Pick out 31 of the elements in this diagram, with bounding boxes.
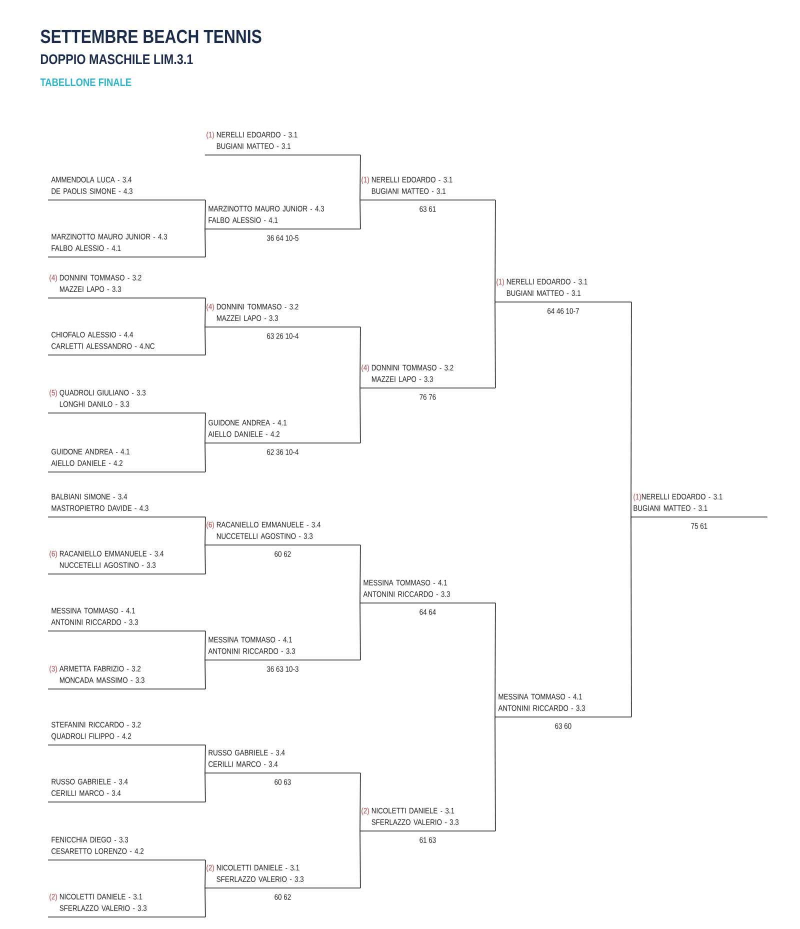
bracket-line: [204, 516, 206, 546]
section-heading: TABELLONE FINALE: [40, 78, 132, 86]
bracket-line: [360, 830, 361, 888]
bracket-line: [204, 630, 206, 660]
bracket-line: [360, 772, 361, 832]
bracket-line: [494, 716, 496, 832]
bracket-line: [204, 888, 206, 918]
bracket-line: [630, 516, 632, 718]
bracket-line: [204, 228, 206, 258]
title: SETTEMBRE BEACH TENNIS: [40, 30, 262, 44]
bracket-line: [360, 154, 361, 200]
bracket-line: [204, 326, 206, 356]
bracket-line: [204, 660, 206, 690]
bracket-line: [360, 602, 361, 660]
bracket-line: [204, 200, 206, 230]
bracket-line: [204, 744, 206, 774]
bracket-line: [204, 544, 206, 574]
bracket-line: [494, 302, 496, 388]
bracket-line: [204, 860, 206, 888]
bracket-line: [204, 298, 206, 328]
bracket-line: [630, 302, 632, 518]
bracket-line: [360, 544, 361, 604]
bracket-line: [204, 412, 206, 444]
bracket-line: [360, 326, 361, 388]
bracket-line: [204, 442, 206, 472]
subtitle: DOPPIO MASCHILE LIM.3.1: [40, 54, 193, 64]
bracket-line: [360, 200, 361, 230]
bracket-line: [204, 772, 206, 802]
bracket-line: [494, 602, 496, 718]
bracket-line: [360, 388, 361, 444]
bracket-line: [494, 200, 496, 302]
